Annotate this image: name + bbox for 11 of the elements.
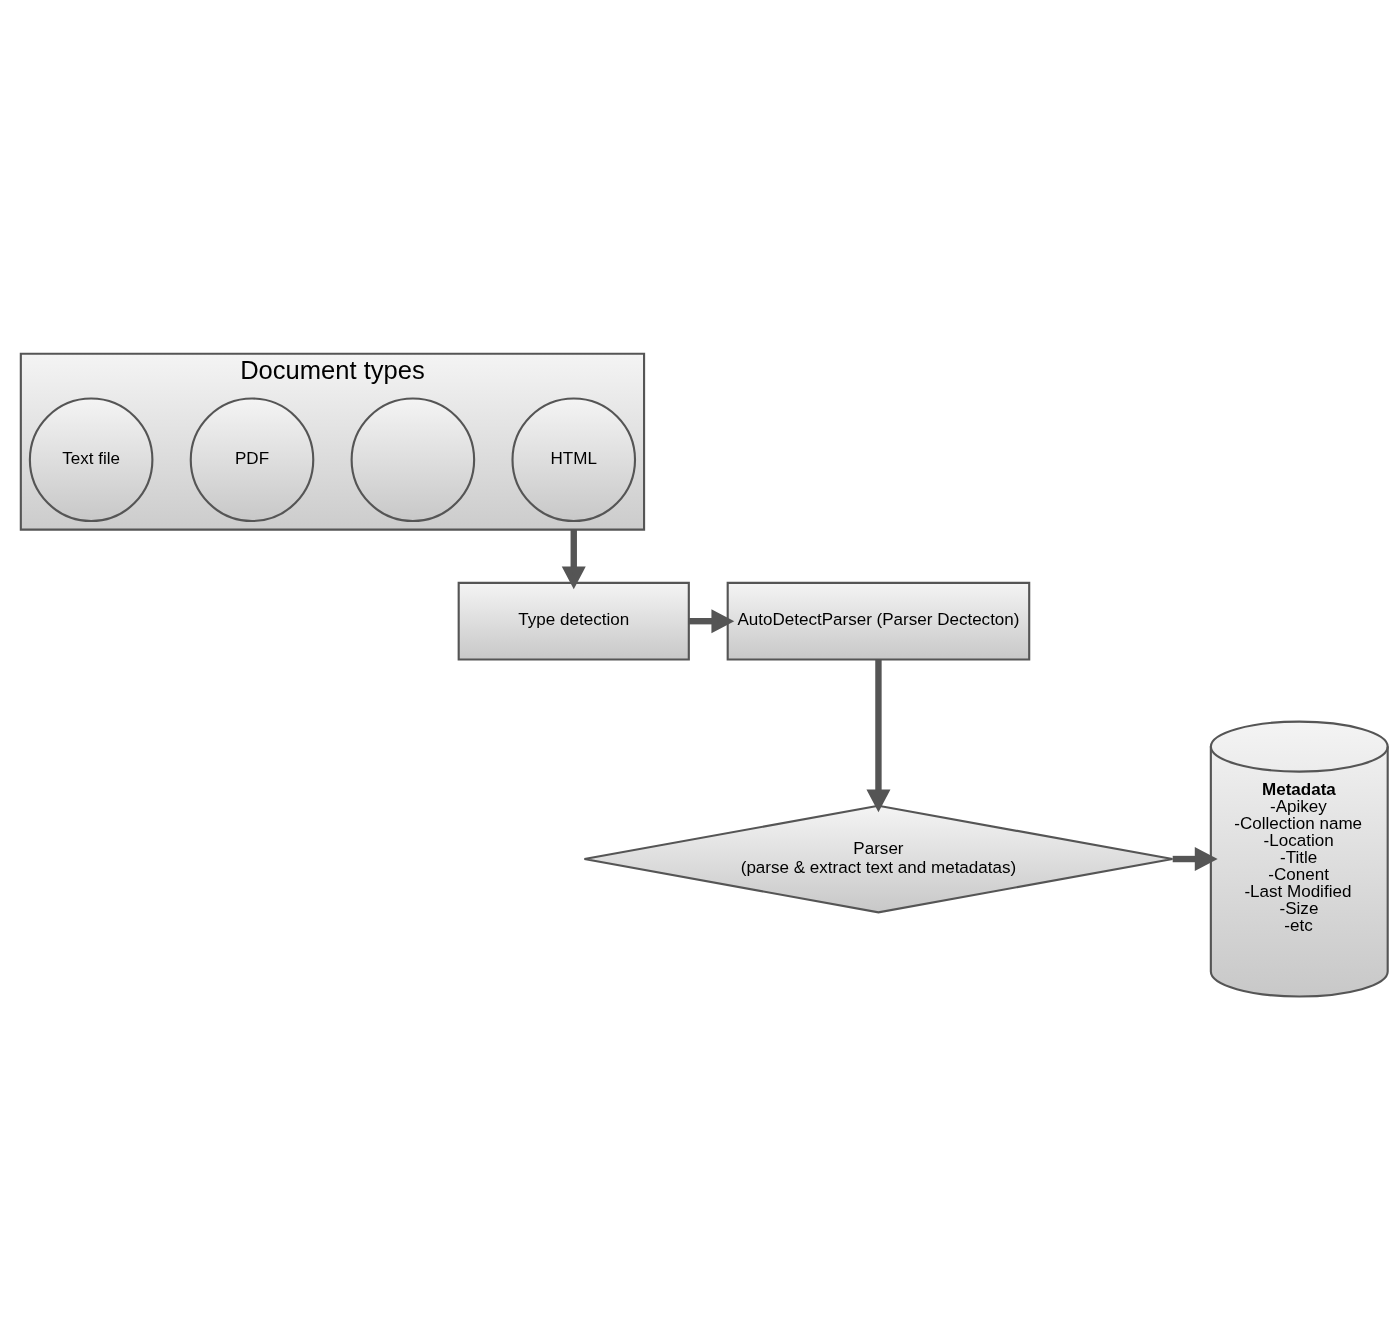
node-circle: Text file bbox=[28, 396, 154, 522]
node-diamond: Parser (parse & extract text and metadatas) bbox=[583, 804, 1174, 913]
node-box: AutoDetectParser (Parser Dectecton) bbox=[726, 581, 1031, 661]
node-box: Type detection bbox=[457, 581, 690, 661]
arrow bbox=[866, 659, 891, 812]
arrow bbox=[1172, 846, 1218, 871]
node-circle: HTML bbox=[511, 396, 637, 522]
node-circle bbox=[350, 396, 476, 522]
arrow bbox=[561, 529, 586, 589]
arrow bbox=[688, 608, 735, 633]
node-circle: PDF bbox=[189, 396, 315, 522]
